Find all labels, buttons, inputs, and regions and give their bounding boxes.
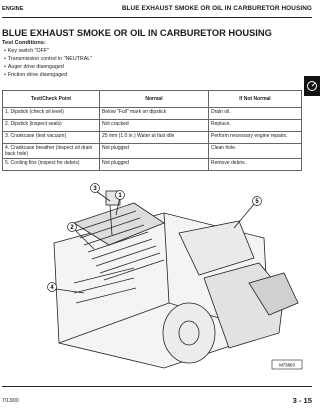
footer-rule <box>2 386 312 387</box>
page-number: 3 - 15 <box>292 396 312 405</box>
table-cell: Not cracked <box>99 119 209 132</box>
figure-ref: M73893 <box>279 363 295 368</box>
table-cell: Drain oil. <box>208 107 302 120</box>
page-title: BLUE EXHAUST SMOKE OR OIL IN CARBURETOR … <box>2 28 272 38</box>
header-section: ENGINE <box>2 6 24 12</box>
table-header-row: Test/Check Point Normal If Not Normal <box>2 90 302 108</box>
engine-illustration: 3 1 5 2 4 M73893 <box>47 183 303 370</box>
condition-item: Transmission control in "NEUTRAL" <box>4 55 92 63</box>
callout-5: 5 <box>255 199 259 205</box>
table-cell: Perform necessary engine repairs. <box>208 131 302 144</box>
table-cell: Not plugged <box>99 158 209 171</box>
table-row: 1. Dipstick (check oil level) Below "Ful… <box>2 107 302 120</box>
column-header: Test/Check Point <box>2 90 100 108</box>
table-row: 4. Crankcase breather (inspect oil drain… <box>2 143 302 159</box>
table-cell: Replace. <box>208 119 302 132</box>
page-header: ENGINE BLUE EXHAUST SMOKE OR OIL IN CARB… <box>2 4 312 17</box>
conditions-list: Key switch "OFF" Transmission control in… <box>4 47 92 79</box>
engine-icon <box>307 81 317 91</box>
table-cell: 1. Dipstick (check oil level) <box>2 107 100 120</box>
callout-3: 3 <box>93 186 97 192</box>
table-cell: Clean hole. <box>208 143 302 159</box>
table-cell: 25 mm (1.0 in.) Water at fast idle <box>99 131 209 144</box>
table-cell: 4. Crankcase breather (inspect oil drain… <box>2 143 100 159</box>
callout-1: 1 <box>118 193 122 199</box>
header-title: BLUE EXHAUST SMOKE OR OIL IN CARBURETOR … <box>121 5 312 12</box>
table-row: 2. Dipstick (inspect seals) Not cracked … <box>2 119 302 132</box>
footer-date: 7/13/00 <box>2 398 19 404</box>
callout-2: 2 <box>70 225 74 231</box>
callout-4: 4 <box>50 285 54 291</box>
column-header: If Not Normal <box>208 90 302 108</box>
column-header: Normal <box>99 90 209 108</box>
table-row: 3. Crankcase (test vacuum) 25 mm (1.0 in… <box>2 131 302 144</box>
table-cell: Remove debris. <box>208 158 302 171</box>
header-rule <box>2 17 312 18</box>
test-table: Test/Check Point Normal If Not Normal 1.… <box>2 90 302 171</box>
table-cell: Below "Full" mark on dipstick <box>99 107 209 120</box>
condition-item: Key switch "OFF" <box>4 47 92 55</box>
table-cell: 3. Crankcase (test vacuum) <box>2 131 100 144</box>
table-cell: 2. Dipstick (inspect seals) <box>2 119 100 132</box>
table-cell: Not plugged <box>99 143 209 159</box>
condition-item: Friction drive disengaged <box>4 71 92 79</box>
section-tab <box>304 76 320 96</box>
table-row: 5. Cooling fins (inspect for debris) Not… <box>2 158 302 171</box>
condition-item: Auger drive disengaged <box>4 63 92 71</box>
table-cell: 5. Cooling fins (inspect for debris) <box>2 158 100 171</box>
conditions-label: Test Conditions: <box>2 40 46 46</box>
